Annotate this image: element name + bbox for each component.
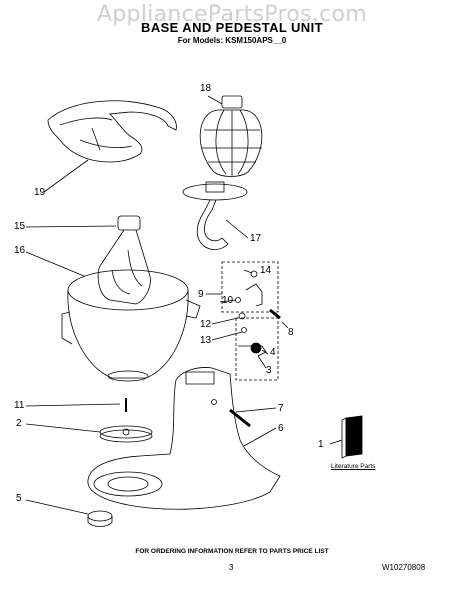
leader-5 [25,499,89,515]
callout-9: 9 [198,289,204,300]
literature-drawing [341,415,363,459]
pouring-shield-drawing [47,100,177,163]
lever-3 [238,345,267,357]
literature-parts-label: Literature Parts [331,463,376,470]
leader-2 [25,423,101,433]
flat-beater-drawing [97,215,151,305]
dough-hook-drawing [182,181,248,250]
callout-18: 18 [200,83,212,94]
rubber-foot-drawing [87,510,113,527]
callout-3: 3 [266,365,272,376]
page-number: 3 [229,563,234,572]
callout-12: 12 [200,319,212,330]
leader-18 [207,95,223,105]
pin-10 [235,297,241,303]
callout-7: 7 [278,403,284,414]
diagram-title: BASE AND PEDESTAL UNIT [141,20,323,35]
watermark: AppliancePartsPros.com [96,2,368,27]
leader-16 [25,251,85,277]
leader-19 [43,159,89,193]
callout-14: 14 [260,265,272,276]
callout-11: 11 [14,400,25,411]
callout-17: 17 [250,233,262,244]
callout-1: 1 [318,439,324,450]
pin-14 [250,270,258,278]
callout-15: 15 [14,221,26,232]
screw-8 [269,308,281,320]
callout-5: 5 [16,493,22,504]
spring-13 [241,327,247,333]
callout-4: 4 [270,347,276,358]
callout-2: 2 [16,418,22,429]
hinge-bracket [245,283,263,307]
model-subtitle: For Models: KSM150APS__0 [177,36,287,45]
callout-13: 13 [200,335,212,346]
document-number: W10270808 [382,563,426,572]
callout-8: 8 [288,327,294,338]
leader-17 [225,219,249,239]
leader-1 [329,439,343,445]
mixing-bowl-drawing [61,269,201,382]
leader-6 [243,427,277,447]
callout-10: 10 [222,295,234,306]
hinge-group-box [221,261,279,313]
callout-19: 19 [34,187,46,198]
ordering-note: FOR ORDERING INFORMATION REFER TO PARTS … [135,548,329,555]
pedestal-body-drawing [87,367,281,510]
callout-16: 16 [14,245,26,256]
callout-6: 6 [278,423,284,434]
screw-12 [238,312,246,320]
wire-whip-drawing [199,95,263,177]
leader-7 [235,407,277,413]
leader-11 [25,403,121,407]
leader-15 [25,225,117,228]
lever-group-box [235,317,279,381]
knob-4 [250,342,262,354]
